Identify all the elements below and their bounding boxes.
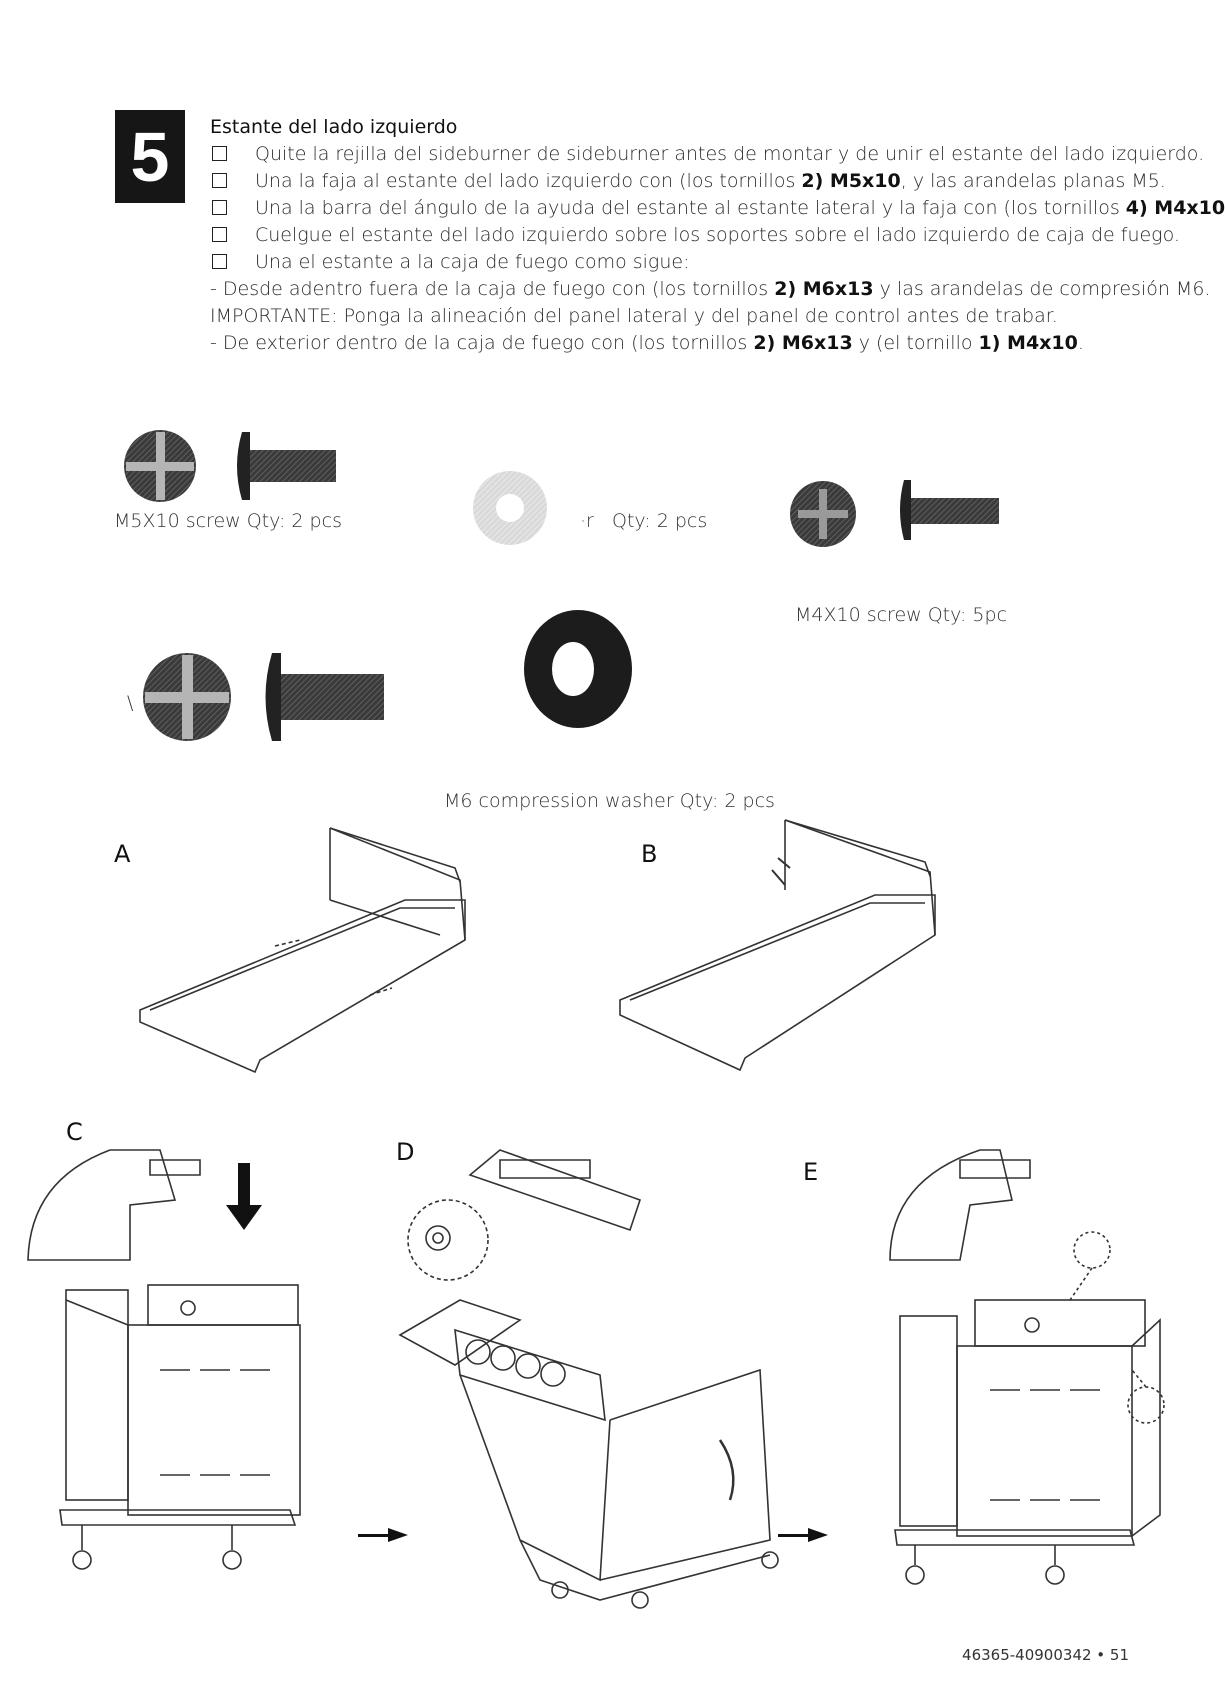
figure-a-shelf-drawing bbox=[139, 827, 466, 1074]
checkbox-icon bbox=[212, 173, 227, 188]
figure-c-grill-drawing bbox=[27, 1149, 301, 1570]
checkbox-icon bbox=[212, 200, 227, 215]
m4-screw-head-icon bbox=[790, 481, 856, 547]
checkbox-icon bbox=[212, 254, 227, 269]
right-arrow-icon bbox=[358, 1528, 408, 1542]
m6-screw-head-icon bbox=[143, 653, 231, 741]
instruction-item-4: Cuelgue el estante del lado izquierdo so… bbox=[210, 222, 1180, 249]
instruction-item-2: Una la faja al estante del lado izquierd… bbox=[210, 168, 1166, 195]
section-title: Estante del lado izquierdo bbox=[210, 116, 458, 138]
important-note: IMPORTANTE: Ponga la alineación del pane… bbox=[210, 305, 1058, 327]
m5-screw-label: M5X10 screw Qty: 2 pcs bbox=[114, 510, 342, 532]
checkbox-icon bbox=[212, 227, 227, 242]
step-number-badge: 5 bbox=[115, 110, 185, 203]
instruction-item-3: Una la barra del ángulo de la ayuda del … bbox=[210, 195, 1225, 222]
instruction-item-1: Quite la rejilla del sideburner de sideb… bbox=[210, 141, 1204, 168]
compression-washer-label: M6 compression washer Qty: 2 pcs bbox=[444, 790, 775, 812]
compression-washer-icon bbox=[524, 610, 632, 728]
washer-partial-label: ·r bbox=[580, 510, 594, 532]
flat-washer-icon bbox=[473, 471, 547, 545]
figure-label-c: C bbox=[66, 1118, 83, 1146]
sub-instruction-inside: - Desde adentro fuera de la caja de fueg… bbox=[210, 278, 1211, 300]
m6-screw-side-icon bbox=[265, 653, 384, 741]
instruction-item-5: Una el estante a la caja de fuego como s… bbox=[210, 249, 1160, 276]
m5-screw-head-icon bbox=[124, 430, 196, 502]
sub-instruction-outside: - De exterior dentro de la caja de fuego… bbox=[210, 332, 1084, 354]
right-arrow-icon bbox=[778, 1528, 828, 1542]
illustrations bbox=[27, 430, 1165, 1609]
instructions-block: Estante del lado izquierdo Quite la reji… bbox=[210, 114, 1225, 357]
m4-screw-label: M4X10 screw Qty: 5pc bbox=[795, 604, 1008, 626]
down-arrow-icon bbox=[226, 1163, 262, 1230]
m6-screw-partial-label: \ bbox=[127, 692, 134, 714]
figure-b-shelf-drawing bbox=[619, 819, 936, 1072]
m4-screw-side-icon bbox=[900, 480, 999, 540]
figure-d-grill-drawing bbox=[398, 1149, 779, 1609]
checkbox-icon bbox=[212, 146, 227, 161]
figure-label-d: D bbox=[396, 1138, 415, 1166]
figure-label-e: E bbox=[803, 1158, 819, 1186]
figure-e-grill-drawing bbox=[889, 1149, 1165, 1585]
m5-screw-side-icon bbox=[237, 432, 336, 500]
figure-label-b: B bbox=[641, 840, 658, 868]
page-footer: 46365-40900342 • 51 bbox=[962, 1646, 1129, 1664]
washer-qty-label: Qty: 2 pcs bbox=[612, 510, 708, 532]
figure-label-a: A bbox=[114, 840, 131, 868]
